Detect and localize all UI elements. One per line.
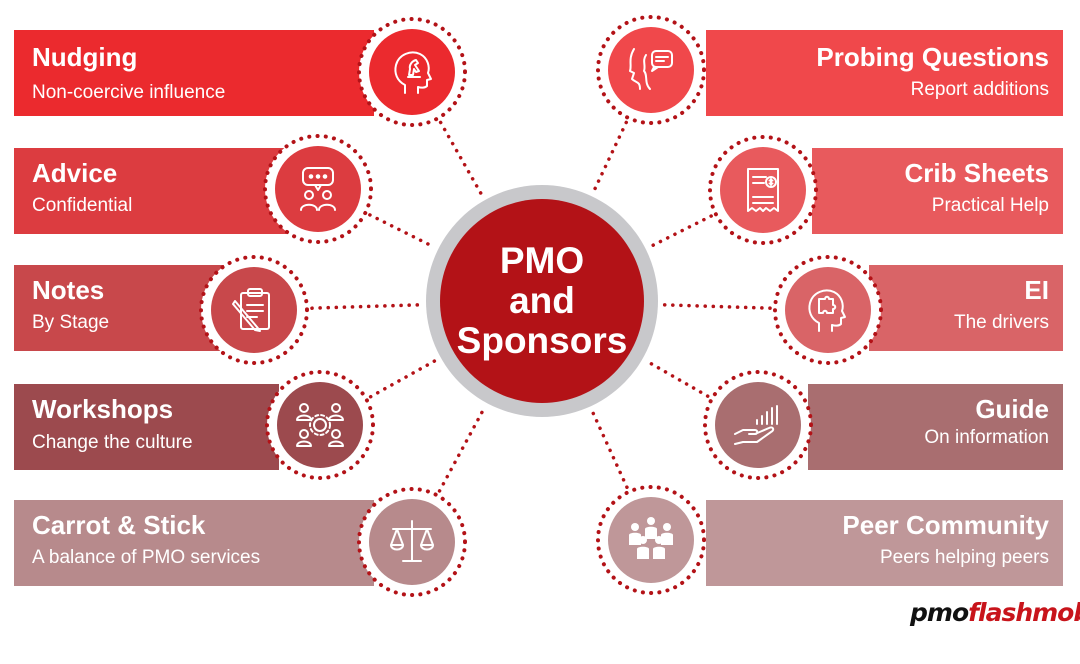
right-connector-4 (646, 359, 710, 398)
right-item-title-4: Guide (975, 394, 1049, 424)
right-item-title-3: EI (1024, 275, 1049, 305)
left-connector-3 (310, 303, 422, 310)
center-hub: PMO and Sponsors (426, 185, 658, 417)
right-item-subtitle-1: Report additions (910, 79, 1049, 100)
right-item-subtitle-2: Practical Help (931, 195, 1049, 216)
right-item-title-5: Peer Community (842, 510, 1049, 540)
right-item-bar-3: EI The drivers (869, 265, 1063, 351)
left-item-bar-5: Carrot & Stick A balance of PMO services (14, 500, 374, 586)
team-network-icon (277, 382, 363, 468)
left-item-subtitle-1: Non-coercive influence (32, 82, 226, 103)
chat-bubble-people-icon (275, 146, 361, 232)
right-item-subtitle-5: Peers helping peers (880, 547, 1049, 568)
right-connector-2 (649, 214, 713, 248)
left-item-title-4: Workshops (32, 394, 174, 424)
hand-chart-icon (715, 382, 801, 468)
left-connector-5 (437, 406, 486, 493)
people-group-icon (608, 497, 694, 583)
head-puzzle-icon (785, 267, 871, 353)
faces-speech-icon (608, 27, 694, 113)
center-circle: PMO and Sponsors (440, 199, 644, 403)
left-item-subtitle-4: Change the culture (32, 432, 193, 453)
left-item-subtitle-3: By Stage (32, 312, 110, 333)
left-connector-1 (438, 120, 484, 197)
right-connector-5 (590, 410, 629, 489)
left-item-title-5: Carrot & Stick (32, 510, 206, 540)
left-item-title-3: Notes (32, 275, 105, 305)
right-item-subtitle-4: On information (924, 427, 1049, 448)
center-line-2: and (509, 280, 575, 321)
receipt-dollar-icon (720, 147, 806, 233)
right-connector-3 (662, 303, 772, 310)
right-item-title-2: Crib Sheets (904, 158, 1050, 188)
balance-scale-icon (369, 499, 455, 585)
left-item-title-1: Nudging (32, 42, 138, 72)
right-item-bar-4: Guide On information (808, 384, 1063, 470)
left-item-title-2: Advice (32, 158, 118, 188)
left-item-bar-3: Notes By Stage (14, 265, 224, 351)
right-item-title-1: Probing Questions (816, 42, 1049, 72)
clipboard-pencil-icon (211, 267, 297, 353)
left-item-subtitle-2: Confidential (32, 195, 133, 216)
pmo-flashmob-logo: pmoflashmob (910, 598, 1080, 627)
left-item-subtitle-5: A balance of PMO services (32, 547, 261, 568)
center-line-1: PMO (499, 240, 585, 281)
center-line-3: Sponsors (456, 320, 628, 361)
head-chess-knight-icon (369, 29, 455, 115)
right-item-subtitle-3: The drivers (953, 312, 1049, 333)
